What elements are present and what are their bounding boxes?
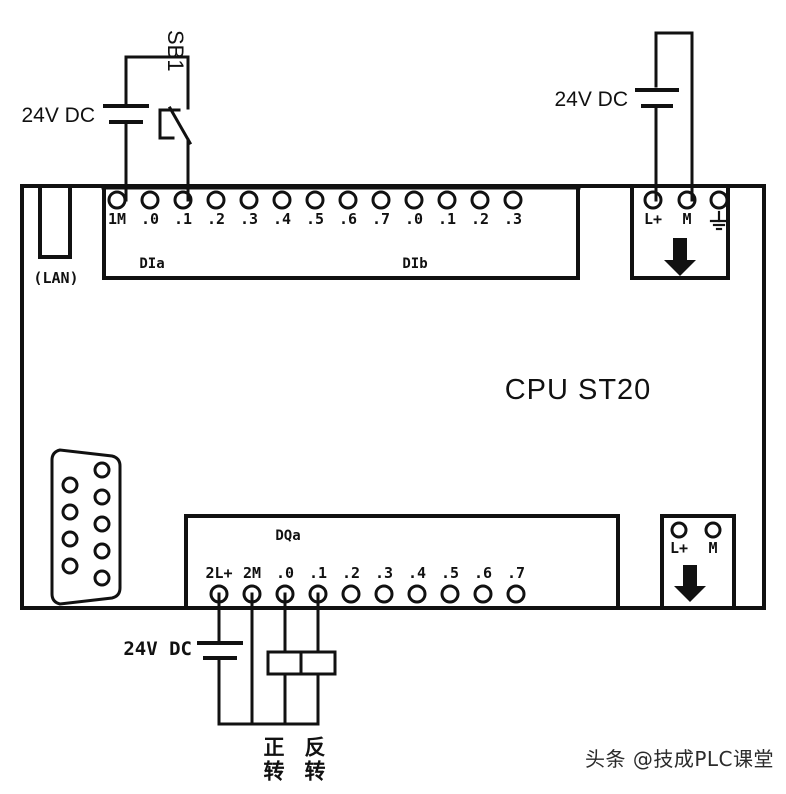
power-terminal-block-bottom: L+ M xyxy=(660,514,736,610)
output-label-q4: .4 xyxy=(408,564,426,582)
input-terminal-a6 xyxy=(338,190,358,210)
input-group-labels: DIa DIb xyxy=(139,256,427,272)
output-label-q2: .2 xyxy=(342,564,360,582)
input-label-a2: .2 xyxy=(207,210,225,228)
input-terminal-a4 xyxy=(272,190,292,210)
dsub-connector xyxy=(50,448,122,606)
dc-source-symbol-input xyxy=(103,104,149,124)
watermark: 头条 @技成PLC课堂 xyxy=(584,747,774,771)
input-label-b0: .0 xyxy=(405,210,423,228)
output-terminal-q2 xyxy=(341,584,361,604)
cpu-model-label: CPU ST20 xyxy=(505,374,652,406)
output-terminal-q4 xyxy=(407,584,427,604)
power-bottom-label-m: M xyxy=(708,539,717,557)
input-label-a3: .3 xyxy=(240,210,258,228)
output-label-q3: .3 xyxy=(375,564,393,582)
group-label-dib: DIb xyxy=(402,256,427,272)
input-terminal-b2 xyxy=(470,190,490,210)
input-label-a0: .0 xyxy=(141,210,159,228)
input-label-a6: .6 xyxy=(339,210,357,228)
output-terminal-q3 xyxy=(374,584,394,604)
forward-contactor-label: 正转 xyxy=(261,736,285,784)
input-terminal-labels: 1M .0 .1 .2 .3 .4 .5 .6 .7 .0 .1 .2 .3 xyxy=(108,210,522,228)
power-top-label-m: M xyxy=(682,210,691,228)
reverse-contactor-label: 反转 xyxy=(302,736,326,784)
output-terminal-q7 xyxy=(506,584,526,604)
power-terminal-block-top: L+ M xyxy=(630,184,730,280)
input-terminal-a0 xyxy=(140,190,160,210)
reverse-contactor-coil xyxy=(299,650,337,676)
output-supply-label: 24V DC xyxy=(123,638,192,660)
output-supply-circuit: 24V DC 正转 反转 xyxy=(123,592,337,726)
input-label-a5: .5 xyxy=(306,210,324,228)
pushbutton-sb1-label: SB1 xyxy=(163,30,188,72)
input-terminals xyxy=(107,190,523,210)
power-top-terminal-lplus xyxy=(643,190,663,210)
power-top-terminal-gnd xyxy=(709,190,729,210)
cpu-supply-label: 24V DC xyxy=(554,88,628,111)
lan-port-label: (LAN) xyxy=(33,269,78,287)
output-terminal-labels: 2L+ 2M .0 .1 .2 .3 .4 .5 .6 .7 xyxy=(205,564,525,582)
input-supply-circuit: 24V DC SB1 xyxy=(21,30,193,202)
input-label-a4: .4 xyxy=(273,210,291,228)
power-flow-arrow-bottom-icon xyxy=(674,565,706,602)
input-terminal-b3 xyxy=(503,190,523,210)
input-terminal-1M xyxy=(107,190,127,210)
output-label-q5: .5 xyxy=(441,564,459,582)
power-bottom-label-lplus: L+ xyxy=(670,539,688,557)
power-flow-arrow-top-icon xyxy=(664,238,696,276)
input-supply-label: 24V DC xyxy=(21,104,95,127)
output-label-q6: .6 xyxy=(474,564,492,582)
input-terminal-b0 xyxy=(404,190,424,210)
forward-contactor-coil xyxy=(266,650,304,676)
output-label-q7: .7 xyxy=(507,564,525,582)
input-label-b3: .3 xyxy=(504,210,522,228)
output-terminal-q6 xyxy=(473,584,493,604)
input-label-a1: .1 xyxy=(174,210,192,228)
power-bottom-terminal-lplus xyxy=(670,521,688,539)
input-terminal-a2 xyxy=(206,190,226,210)
input-label-1M: 1M xyxy=(108,210,126,228)
input-label-b1: .1 xyxy=(438,210,456,228)
output-label-2lplus: 2L+ xyxy=(205,564,232,582)
output-label-q1: .1 xyxy=(309,564,327,582)
input-terminal-a3 xyxy=(239,190,259,210)
input-label-b2: .2 xyxy=(471,210,489,228)
input-terminal-b1 xyxy=(437,190,457,210)
group-label-dia: DIa xyxy=(139,256,164,272)
ground-icon xyxy=(709,210,729,231)
dc-source-symbol-output xyxy=(197,641,243,660)
cpu-supply-circuit: 24V DC xyxy=(554,31,694,202)
power-top-label-lplus: L+ xyxy=(644,210,662,228)
input-terminal-a5 xyxy=(305,190,325,210)
input-label-a7: .7 xyxy=(372,210,390,228)
pushbutton-sb1-icon xyxy=(158,105,193,146)
output-terminal-q5 xyxy=(440,584,460,604)
lan-port: (LAN) xyxy=(33,184,79,287)
input-terminal-a7 xyxy=(371,190,391,210)
power-bottom-terminal-m xyxy=(704,521,722,539)
output-terminals xyxy=(209,584,526,604)
output-label-q0: .0 xyxy=(276,564,294,582)
output-label-2m: 2M xyxy=(243,564,261,582)
group-label-dqa: DQa xyxy=(275,528,300,544)
dc-source-symbol-cpu xyxy=(635,88,679,108)
